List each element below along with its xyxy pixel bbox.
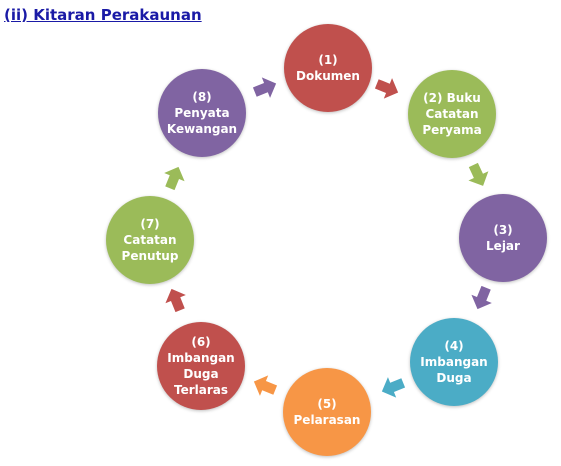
cycle-step-label: (2) Buku <box>423 90 481 105</box>
cycle-step-label: Catatan <box>425 106 479 121</box>
cycle-step-label: (6) <box>191 334 211 349</box>
cycle-step-label: (4) <box>444 338 464 353</box>
cycle-arrow-6 <box>165 288 186 313</box>
cycle-arrow-1 <box>374 78 399 99</box>
cycle-step-5: (5) Pelarasan <box>283 368 371 456</box>
cycle-step-label: (5) <box>317 396 337 411</box>
cycle-step-3: (3) Lejar <box>459 194 547 282</box>
diagram-title: (ii) Kitaran Perakaunan <box>4 6 202 24</box>
cycle-step-label: (1) <box>318 52 338 67</box>
cycle-step-label: Lejar <box>486 239 520 253</box>
cycle-arrow-7 <box>164 166 185 191</box>
cycle-step-label: Dokumen <box>296 69 360 83</box>
cycle-step-1: (1) Dokumen <box>284 24 372 112</box>
cycle-step-label: Peryama <box>422 123 482 138</box>
cycle-arrow-5 <box>253 375 278 396</box>
cycle-step-label: (3) <box>493 222 513 237</box>
cycle-step-label: Duga <box>183 367 219 381</box>
cycle-step-label: Penutup <box>121 249 179 264</box>
cycle-step-label: Catatan <box>123 232 177 247</box>
cycle-step-label: Terlaras <box>173 383 229 398</box>
cycle-step-label: (7) <box>140 216 160 231</box>
cycle-arrow-2 <box>468 162 489 186</box>
cycle-step-label: Duga <box>436 371 472 386</box>
cycle-step-label: (8) <box>192 89 212 104</box>
cycle-arrow-3 <box>471 285 492 310</box>
cycle-step-label: Pelarasan <box>293 413 361 427</box>
cycle-step-label: Kewangan <box>166 122 238 137</box>
cycle-step-label: Penyata <box>174 105 230 120</box>
cycle-step-label: Imbangan <box>167 350 235 365</box>
cycle-arrow-4 <box>381 377 406 398</box>
cycle-arrow-8 <box>252 77 277 98</box>
cycle-step-label: Imbangan <box>420 354 488 369</box>
